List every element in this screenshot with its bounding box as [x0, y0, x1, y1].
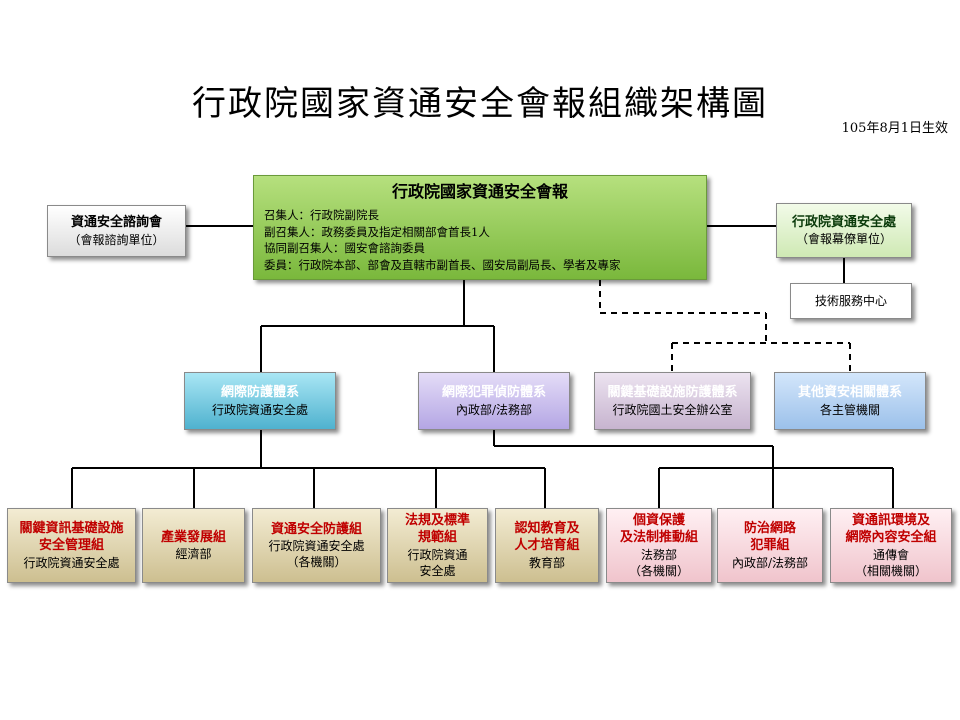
- office-name: 行政院資通安全處: [791, 214, 896, 230]
- group-unit: （各機關）: [286, 555, 347, 570]
- group-name: 產業發展組: [160, 529, 226, 545]
- group-name: 規範組: [417, 530, 457, 546]
- group-unit: 教育部: [528, 555, 565, 570]
- group-unit: 行政院資通安全處: [23, 555, 120, 570]
- group-name: 安全管理組: [38, 538, 104, 554]
- group-box: 產業發展組 經濟部: [142, 508, 245, 583]
- council-member-line: 副召集人：政務委員及指定相關部會首長1人: [264, 224, 490, 239]
- system-unit: 內政部/法務部: [455, 402, 533, 417]
- system-box: 網際防護體系 行政院資通安全處: [184, 372, 336, 430]
- council-name: 行政院國家資通安全會報: [391, 182, 568, 202]
- council-member-line: 協同副召集人：國安會諮詢委員: [264, 241, 425, 256]
- group-name: 人才培育組: [514, 538, 580, 554]
- group-box: 法規及標準 規範組 行政院資通 安全處: [387, 508, 488, 583]
- group-name: 資通安全防護組: [270, 521, 362, 537]
- office-note: （會報幕僚單位）: [795, 232, 892, 247]
- tech-center-name: 技術服務中心: [814, 293, 887, 308]
- group-name: 個資保護: [632, 512, 685, 528]
- group-unit: 經濟部: [175, 547, 212, 562]
- system-name: 網際防護體系: [220, 385, 299, 401]
- group-name: 關鍵資訊基礎設施: [19, 520, 124, 536]
- system-box: 其他資安相關體系 各主管機關: [774, 372, 926, 430]
- advisory-box: 資通安全諮詢會 （會報諮詢單位）: [47, 205, 186, 257]
- council-member-line: 召集人：行政院副院長: [264, 207, 379, 222]
- group-unit: 內政部/法務部: [731, 555, 809, 570]
- system-box: 網際犯罪偵防體系 內政部/法務部: [418, 372, 570, 430]
- group-box: 資通訊環境及 網際內容安全組 通傳會 （相關機關）: [830, 508, 952, 583]
- system-unit: 各主管機關: [819, 402, 880, 417]
- group-box: 防治網路 犯罪組 內政部/法務部: [717, 508, 823, 583]
- group-name: 網際內容安全組: [845, 530, 937, 546]
- group-unit: （各機關）: [628, 564, 689, 579]
- group-name: 認知教育及: [514, 520, 580, 536]
- group-unit: （相關機關）: [854, 564, 927, 579]
- group-name: 犯罪組: [750, 538, 790, 554]
- system-name: 關鍵基礎設施防護體系: [607, 385, 738, 401]
- group-unit: 法務部: [640, 547, 677, 562]
- system-name: 網際犯罪偵防體系: [441, 385, 546, 401]
- group-box: 資通安全防護組 行政院資通安全處 （各機關）: [252, 508, 381, 583]
- group-box: 關鍵資訊基礎設施 安全管理組 行政院資通安全處: [7, 508, 136, 583]
- system-unit: 行政院資通安全處: [211, 402, 308, 417]
- advisory-note: （會報諮詢單位）: [68, 232, 165, 247]
- effective-date: 105年8月1日生效: [841, 121, 948, 136]
- council-members: 召集人：行政院副院長 副召集人：政務委員及指定相關部會首長1人 協同副召集人：國…: [254, 207, 621, 274]
- group-name: 防治網路: [743, 520, 796, 536]
- council-box: 行政院國家資通安全會報 召集人：行政院副院長 副召集人：政務委員及指定相關部會首…: [253, 175, 707, 280]
- advisory-name: 資通安全諮詢會: [70, 215, 162, 231]
- system-box: 關鍵基礎設施防護體系 行政院國土安全辦公室: [594, 372, 751, 430]
- system-name: 其他資安相關體系: [797, 385, 902, 401]
- group-unit: 行政院資通安全處: [268, 539, 365, 554]
- council-member-line: 委員：行政院本部、部會及直轄市副首長、國安局副局長、學者及專家: [264, 257, 621, 272]
- group-unit: 通傳會: [872, 547, 909, 562]
- group-box: 個資保護 及法制推動組 法務部 （各機關）: [606, 508, 712, 583]
- system-unit: 行政院國土安全辦公室: [612, 402, 733, 417]
- group-unit: 安全處: [419, 564, 456, 579]
- group-name: 及法制推動組: [619, 530, 698, 546]
- office-box: 行政院資通安全處 （會報幕僚單位）: [776, 203, 912, 258]
- group-name: 法規及標準: [404, 512, 470, 528]
- group-unit: 行政院資通: [407, 547, 468, 562]
- group-name: 資通訊環境及: [851, 512, 930, 528]
- tech-center-box: 技術服務中心: [790, 283, 912, 319]
- page-title: 行政院國家資通安全會報組織架構圖: [192, 84, 768, 124]
- group-box: 認知教育及 人才培育組 教育部: [495, 508, 599, 583]
